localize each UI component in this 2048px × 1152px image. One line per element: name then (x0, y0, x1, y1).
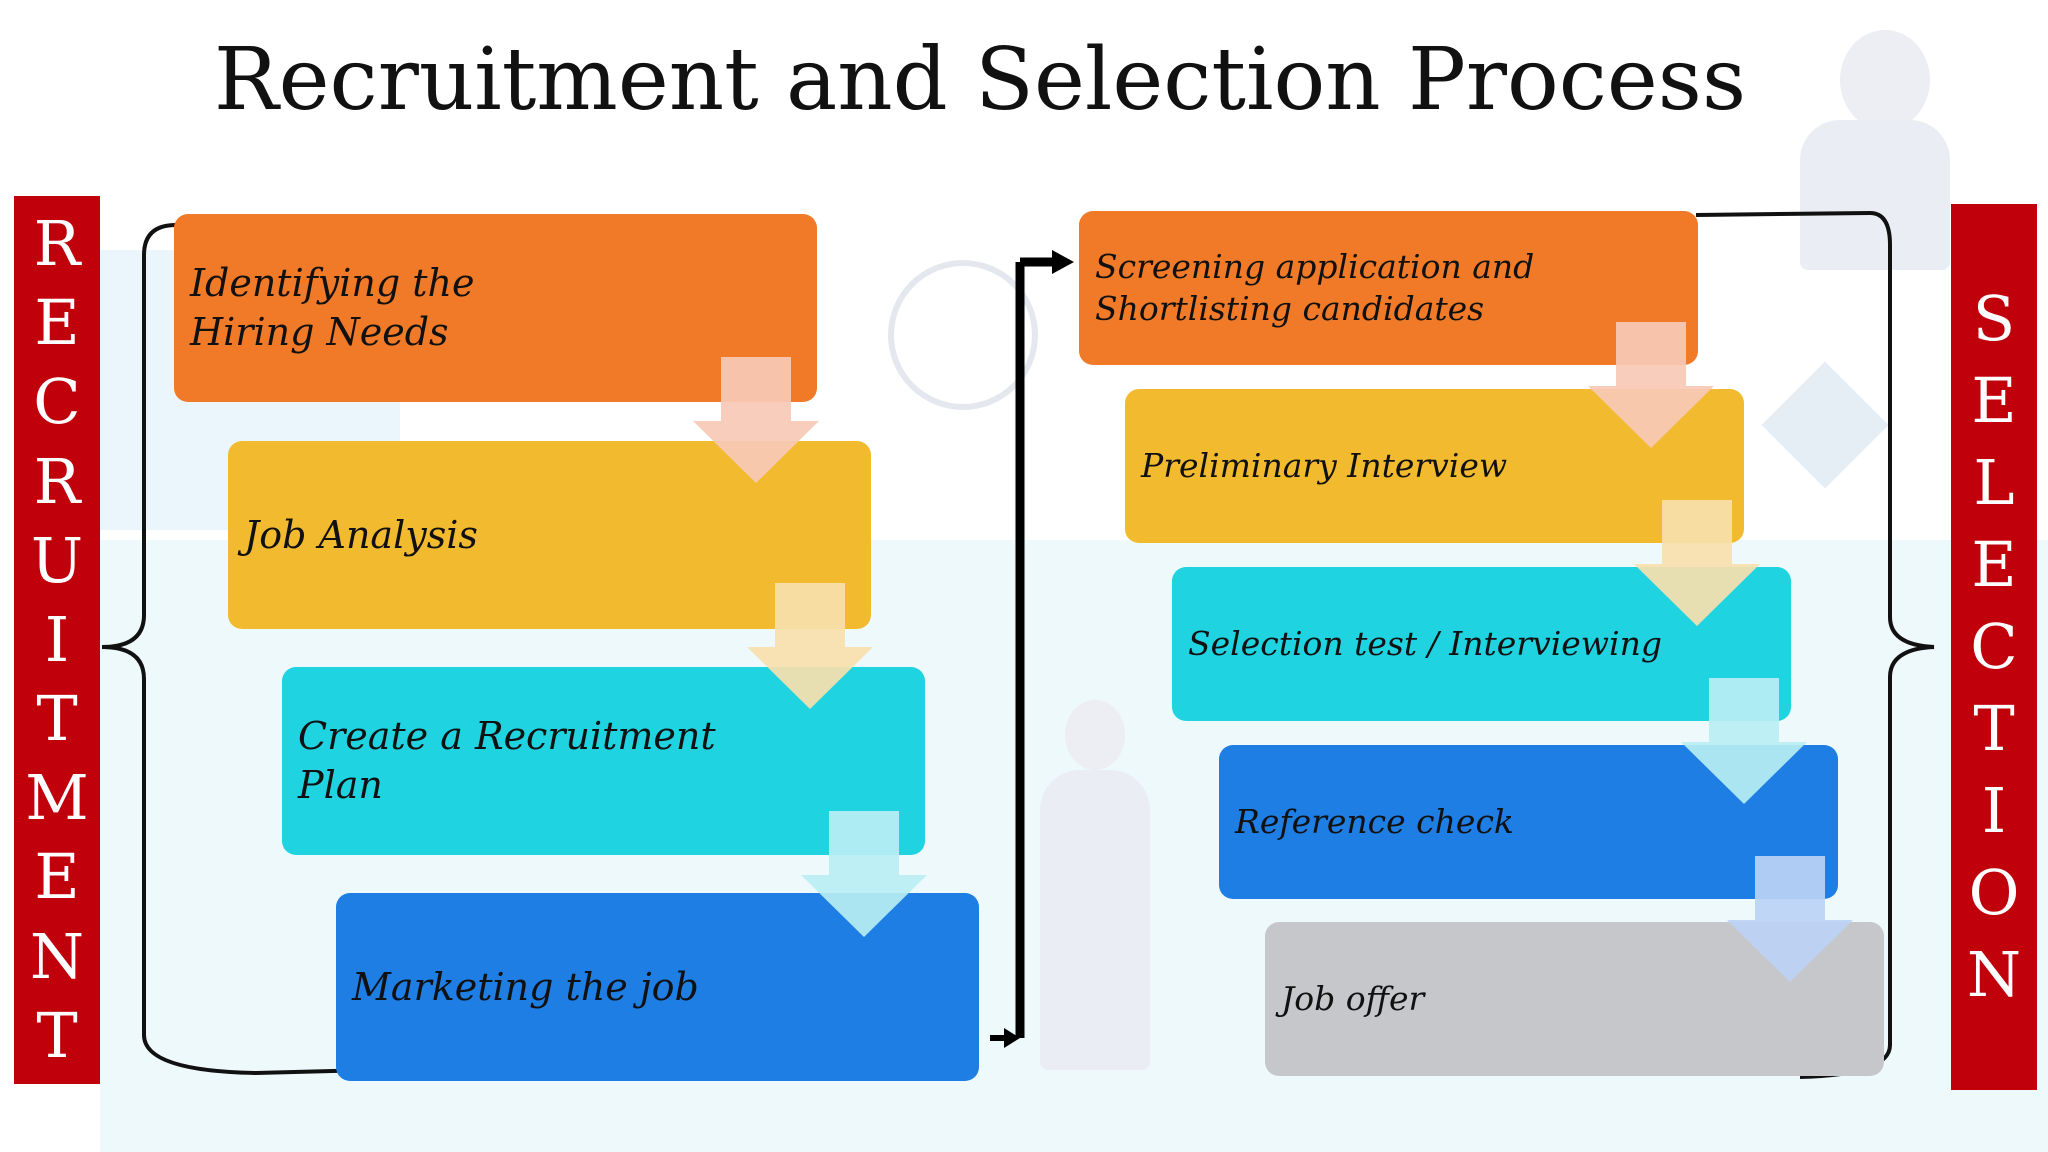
recruitment-banner-letter: M (25, 761, 89, 835)
selection-step-label: Job offer (1281, 978, 1425, 1018)
down-arrow-icon (801, 811, 927, 937)
recruitment-banner-letter: U (30, 523, 84, 597)
background-person-body (1040, 770, 1150, 1070)
recruitment-step-label: Marketing the job (352, 964, 699, 1009)
selection-step-label: Selection test / Interviewing (1188, 623, 1662, 663)
down-arrow-icon (747, 583, 873, 709)
down-arrow-icon (693, 357, 819, 483)
selection-banner-letter: N (1966, 938, 2022, 1011)
selection-step-label: Preliminary Interview (1141, 445, 1508, 485)
down-arrow-icon (1634, 500, 1760, 626)
connector-arrow (990, 250, 1074, 1048)
background-person-body (1800, 120, 1950, 270)
recruitment-step-label: Identifying the Hiring Needs (190, 261, 475, 354)
selection-banner-letter: E (1971, 528, 2017, 601)
recruitment-banner-letter: N (29, 919, 85, 993)
recruitment-banner-letter: E (34, 840, 80, 914)
selection-step: Selection test / Interviewing (1172, 567, 1791, 721)
recruitment-step: Create a Recruitment Plan (282, 667, 925, 855)
selection-step-label: Screening application and Shortlisting c… (1095, 246, 1535, 328)
selection-banner-letter: O (1968, 856, 2020, 929)
recruitment-banner-letter: T (36, 682, 78, 756)
selection-step: Screening application and Shortlisting c… (1079, 211, 1698, 365)
selection-banner-letter: T (1973, 692, 2015, 765)
recruitment-banner-letter: R (33, 207, 81, 281)
recruitment-banner-letter: R (33, 444, 81, 518)
background-person-head (1065, 700, 1125, 770)
recruitment-step-label: Job Analysis (244, 512, 478, 557)
selection-step-label: Reference check (1235, 801, 1514, 841)
background-person-head (1840, 30, 1930, 130)
selection-banner-letter: C (1970, 610, 2018, 683)
recruitment-banner-letter: I (44, 602, 70, 676)
recruitment-banner-letter: C (33, 365, 81, 439)
recruitment-banner-letter: E (34, 286, 80, 360)
selection-banner-letter: L (1973, 446, 2015, 519)
down-arrow-icon (1681, 678, 1807, 804)
background-avatar-circle (888, 260, 1038, 410)
recruitment-step-label: Create a Recruitment Plan (298, 714, 716, 807)
selection-banner-letter: E (1971, 364, 2017, 437)
selection-banner-letter: S (1972, 282, 2016, 355)
down-arrow-icon (1727, 856, 1853, 982)
down-arrow-icon (1588, 322, 1714, 448)
selection-banner-letter: I (1981, 774, 2007, 847)
recruitment-step: Identifying the Hiring Needs (174, 214, 817, 402)
recruitment-banner-letter: T (36, 998, 78, 1072)
page-title: Recruitment and Selection Process (213, 30, 1747, 130)
